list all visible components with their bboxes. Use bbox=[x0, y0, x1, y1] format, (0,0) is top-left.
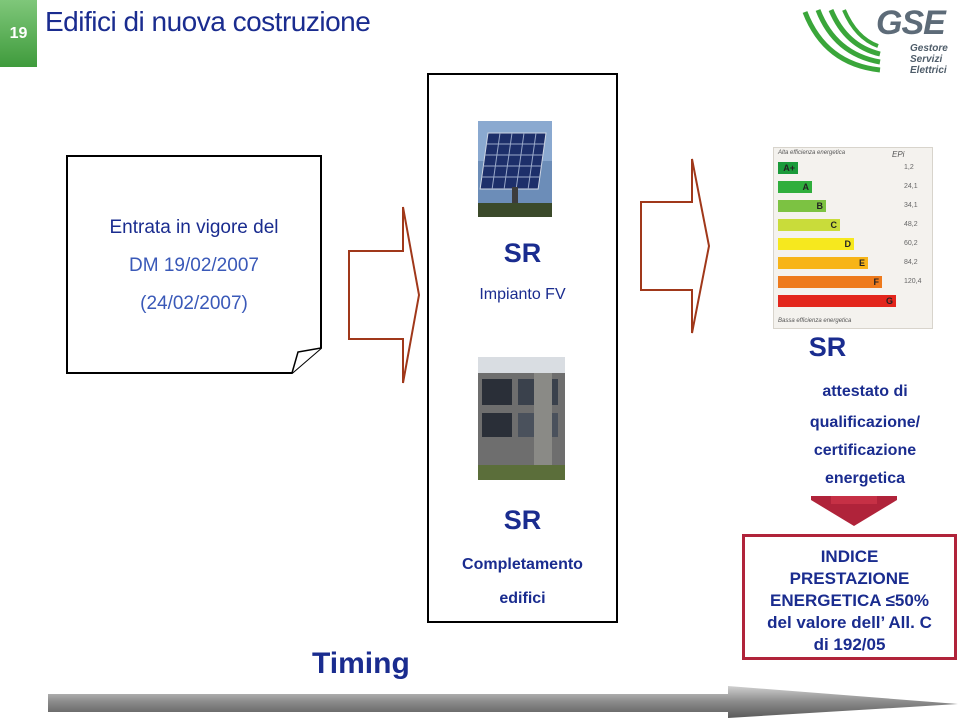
note-line-date: (24/02/2007) bbox=[140, 293, 248, 314]
indice-line1: INDICE bbox=[820, 547, 879, 566]
energy-value-7: 120,4 bbox=[904, 278, 922, 285]
energy-bar-5: D bbox=[778, 238, 854, 250]
timeline-arrow-icon bbox=[48, 686, 958, 718]
slide-number: 19 bbox=[0, 0, 37, 67]
energy-value-2: 24,1 bbox=[904, 183, 918, 190]
energy-value-4: 48,2 bbox=[904, 221, 918, 228]
indice-line2: PRESTAZIONE bbox=[789, 569, 910, 588]
slide-title: Edifici di nuova costruzione bbox=[45, 6, 371, 37]
energy-bar-3: B bbox=[778, 200, 826, 212]
center-top-sr: SR bbox=[503, 238, 542, 268]
arrow-down-icon bbox=[811, 496, 897, 526]
note-shape bbox=[66, 155, 322, 374]
indice-line3: ENERGETICA ≤50% bbox=[770, 591, 929, 610]
logo-line-gestore: Gestore bbox=[910, 43, 948, 54]
center-bottom-label1: Completamento bbox=[462, 556, 583, 573]
energy-chart-footer: Bassa efficienza energetica bbox=[778, 318, 852, 324]
note-line-entrata: Entrata in vigore del bbox=[109, 217, 279, 238]
energy-value-3: 34,1 bbox=[904, 202, 918, 209]
solar-panel-image bbox=[478, 121, 552, 217]
gse-logo-text: GSE bbox=[876, 4, 946, 42]
energy-value-5: 60,2 bbox=[904, 240, 918, 247]
gse-logo-icon bbox=[802, 9, 881, 73]
arrow-right-icon bbox=[348, 206, 420, 384]
energy-bar-4: C bbox=[778, 219, 840, 231]
building-image bbox=[478, 357, 565, 480]
indice-line4: del valore dell’ All. C bbox=[767, 613, 932, 632]
indice-line5: di 192/05 bbox=[813, 635, 886, 654]
note-box: Entrata in vigore del DM 19/02/2007 (24/… bbox=[66, 155, 322, 374]
energy-bar-6: E bbox=[778, 257, 868, 269]
center-top-label: Impianto FV bbox=[479, 286, 566, 303]
right-line-energetica: energetica bbox=[824, 470, 906, 487]
right-sr: SR bbox=[808, 332, 847, 362]
right-line-certificazione: certificazione bbox=[813, 442, 917, 459]
center-bottom-label2: edifici bbox=[499, 590, 546, 607]
energy-bar-7: F bbox=[778, 276, 882, 288]
energy-bar-8: G bbox=[778, 295, 896, 307]
energy-bar-2: A bbox=[778, 181, 812, 193]
timing-label: Timing bbox=[312, 647, 410, 680]
center-box bbox=[427, 73, 618, 623]
center-bottom-sr: SR bbox=[503, 505, 542, 535]
right-line-attestato: attestato di bbox=[822, 383, 908, 400]
right-line-qualificazione: qualificazione/ bbox=[809, 414, 921, 431]
logo-line-elettrici: Elettrici bbox=[910, 65, 947, 76]
arrow-right-icon-2 bbox=[640, 158, 710, 334]
energy-value-1: 1,2 bbox=[904, 164, 914, 171]
energy-chart-header: Alta efficienza energetica bbox=[778, 150, 846, 156]
energy-bar-1: A+ bbox=[778, 162, 798, 174]
energy-value-6: 84,2 bbox=[904, 259, 918, 266]
logo-line-servizi: Servizi bbox=[910, 54, 943, 65]
note-line-dm: DM 19/02/2007 bbox=[129, 255, 259, 276]
indice-box: INDICE PRESTAZIONE ENERGETICA ≤50% del v… bbox=[742, 534, 957, 660]
energy-chart-unit: EPi bbox=[892, 150, 905, 159]
